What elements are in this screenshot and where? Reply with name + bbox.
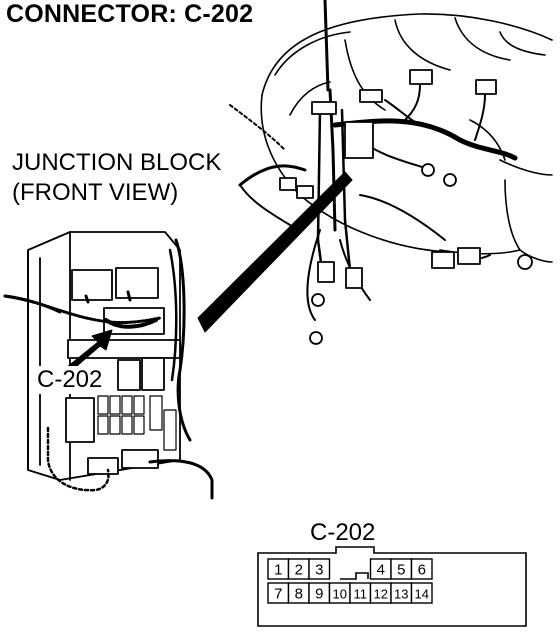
pin-number-11: 11 [354,587,368,602]
pin-cell [410,558,433,580]
pin-number-12: 12 [374,587,388,602]
page-title: CONNECTOR: C-202 [6,0,254,28]
pin-number-9: 9 [315,586,323,603]
pin-number-4: 4 [377,562,385,579]
pin-number-1: 1 [274,562,282,579]
junction-block-label-line2: (FRONT VIEW) [12,179,179,206]
connector-shell [257,546,527,627]
junction-block-body [3,231,214,500]
pointer-beam [197,171,353,333]
pin-number-3: 3 [315,562,323,579]
pin-number-5: 5 [397,562,405,579]
pin-number-2: 2 [295,562,303,579]
pin-cell [410,582,433,604]
connector-latch [340,572,369,580]
pin-number-8: 8 [295,586,303,603]
connector-callout-label: C-202 [37,366,103,394]
pin-number-7: 7 [274,586,282,603]
pin-number-14: 14 [415,587,429,602]
dash-connectors [279,69,533,345]
pin-number-6: 6 [418,562,426,579]
pin-cell [308,558,331,580]
pin-number-10: 10 [333,587,347,602]
junction-block-label: JUNCTION BLOCK (FRONT VIEW) [12,148,221,208]
harness-trunk [229,0,518,321]
pin-number-13: 13 [394,587,408,602]
junction-block-label-line1: JUNCTION BLOCK [12,149,222,176]
connector-face-title: C-202 [310,519,376,546]
